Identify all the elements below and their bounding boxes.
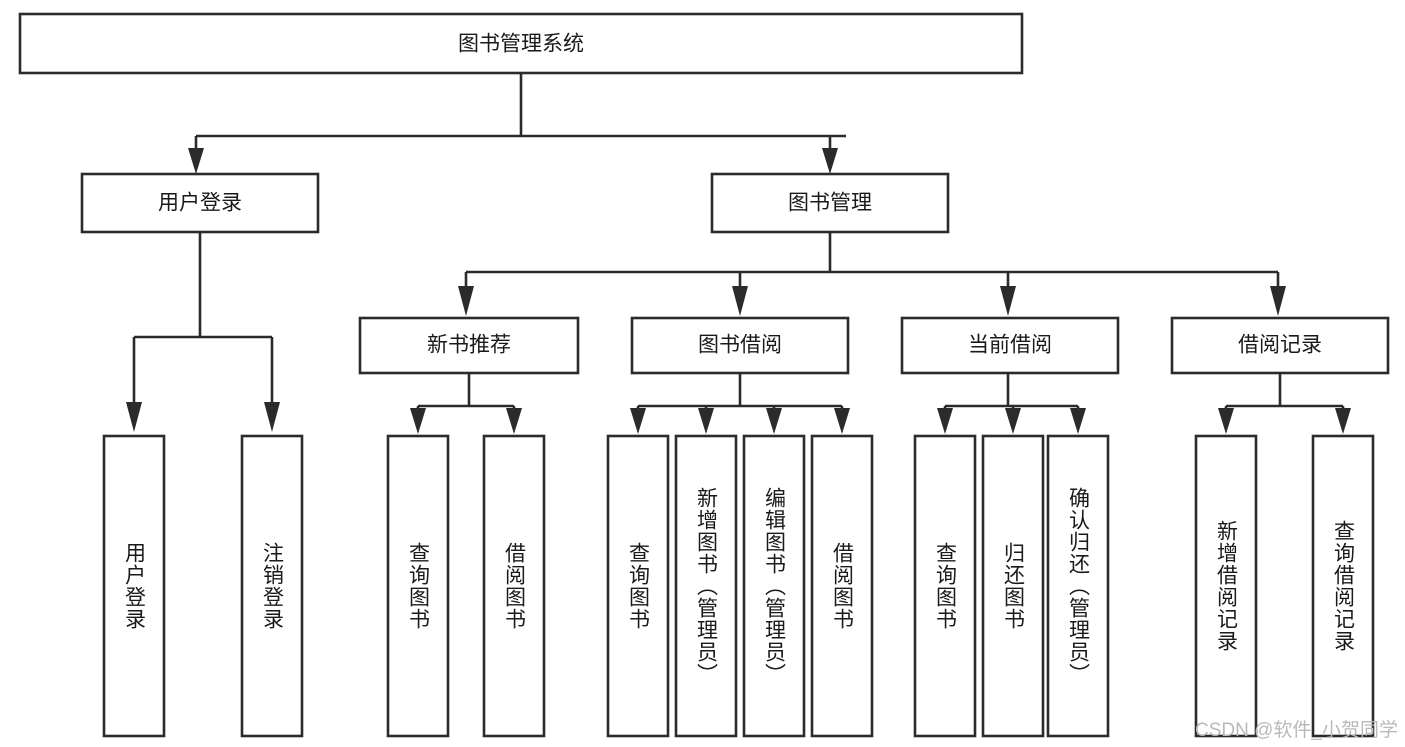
node-leaf-logout-login-label: 注销登录: [261, 542, 285, 630]
node-leaf-query-borrow-record-label: 查询借阅记录: [1332, 520, 1356, 652]
connector-group-book-management-to-level3: [458, 232, 1286, 316]
node-leaf-add-borrow-record-box[interactable]: [1194, 434, 1258, 738]
node-book-borrow[interactable]: 图书借阅: [630, 316, 850, 375]
arrow-head-leaf-borrow-book-2: [834, 408, 850, 434]
node-book-management-label: 图书管理: [788, 192, 872, 215]
node-leaf-add-book-label: 新增图书（管理员）: [695, 487, 719, 685]
node-leaf-query-book-1-label: 查询图书: [407, 542, 431, 630]
node-leaf-add-book[interactable]: 新增图书（管理员）: [674, 434, 738, 738]
node-leaf-query-book-2-box[interactable]: [606, 434, 670, 738]
node-leaf-borrow-book-2-label: 借阅图书: [831, 542, 855, 630]
node-book-management[interactable]: 图书管理: [710, 172, 950, 234]
arrow-head-book-management: [822, 148, 838, 174]
arrow-head-leaf-add-book: [698, 408, 714, 434]
node-leaf-borrow-book-2[interactable]: 借阅图书: [810, 434, 874, 738]
connector-group-current-borrow-to-leaves: [937, 373, 1086, 434]
node-borrow-record[interactable]: 借阅记录: [1170, 316, 1390, 375]
node-leaf-query-borrow-record[interactable]: 查询借阅记录: [1311, 434, 1375, 738]
node-new-book-recommend-box[interactable]: [358, 316, 580, 375]
node-leaf-add-borrow-record-label: 新增借阅记录: [1215, 520, 1239, 652]
node-leaf-query-borrow-record-box[interactable]: [1311, 434, 1375, 738]
arrow-head-leaf-user-login: [126, 402, 142, 432]
node-root-label: 图书管理系统: [458, 33, 584, 56]
node-leaf-edit-book-box[interactable]: [742, 434, 806, 738]
node-current-borrow-box[interactable]: [900, 316, 1120, 375]
node-root[interactable]: 图书管理系统: [18, 12, 1024, 75]
node-user-login-label: 用户登录: [158, 192, 242, 215]
node-leaf-user-login-label: 用户登录: [123, 542, 147, 630]
arrow-head-leaf-query-borrow-record: [1335, 408, 1351, 434]
arrow-head-leaf-query-book-3: [937, 408, 953, 434]
node-leaf-return-book[interactable]: 归还图书: [981, 434, 1045, 738]
node-book-borrow-label: 图书借阅: [698, 334, 782, 357]
node-book-management-box[interactable]: [710, 172, 950, 234]
node-root-box[interactable]: [18, 12, 1024, 75]
connector-group-borrow-record-to-leaves: [1218, 373, 1351, 434]
node-leaf-edit-book-label: 编辑图书（管理员）: [763, 487, 787, 685]
node-leaf-confirm-return-label: 确认归还（管理员）: [1067, 487, 1091, 685]
arrow-head-leaf-confirm-return: [1070, 408, 1086, 434]
node-user-login[interactable]: 用户登录: [80, 172, 320, 234]
node-leaf-confirm-return-box[interactable]: [1046, 434, 1110, 738]
arrow-head-user-login: [188, 148, 204, 174]
connector-group-book-borrow-to-leaves: [630, 373, 850, 434]
node-leaf-user-login[interactable]: 用户登录: [102, 434, 166, 738]
node-leaf-borrow-book-1-box[interactable]: [482, 434, 546, 738]
node-leaf-logout-login[interactable]: 注销登录: [240, 434, 304, 738]
connector-group-user-login-to-leaves: [126, 232, 280, 432]
arrow-head-book-borrow: [732, 286, 748, 316]
node-leaf-return-book-box[interactable]: [981, 434, 1045, 738]
node-current-borrow[interactable]: 当前借阅: [900, 316, 1120, 375]
node-leaf-logout-login-box[interactable]: [240, 434, 304, 738]
node-book-borrow-box[interactable]: [630, 316, 850, 375]
node-leaf-edit-book[interactable]: 编辑图书（管理员）: [742, 434, 806, 738]
node-leaf-add-borrow-record[interactable]: 新增借阅记录: [1194, 434, 1258, 738]
connector-group-root-to-level2: [188, 74, 846, 174]
node-leaf-confirm-return[interactable]: 确认归还（管理员）: [1046, 434, 1110, 738]
arrow-head-leaf-edit-book: [766, 408, 782, 434]
node-leaf-query-book-3-label: 查询图书: [934, 542, 958, 630]
node-leaf-query-book-3-box[interactable]: [913, 434, 977, 738]
node-borrow-record-box[interactable]: [1170, 316, 1390, 375]
node-leaf-query-book-1-box[interactable]: [386, 434, 450, 738]
arrow-head-leaf-query-book-1: [410, 408, 426, 434]
node-leaf-borrow-book-2-box[interactable]: [810, 434, 874, 738]
node-leaf-query-book-2[interactable]: 查询图书: [606, 434, 670, 738]
node-leaf-query-book-3[interactable]: 查询图书: [913, 434, 977, 738]
arrow-head-new-book-recommend: [458, 286, 474, 316]
node-leaf-borrow-book-1[interactable]: 借阅图书: [482, 434, 546, 738]
connector-group-new-book-recommend-to-leaves: [410, 373, 522, 434]
arrow-head-current-borrow: [1000, 286, 1016, 316]
arrow-head-borrow-record: [1270, 286, 1286, 316]
node-leaf-query-book-2-label: 查询图书: [627, 542, 651, 630]
node-leaf-return-book-label: 归还图书: [1002, 542, 1026, 630]
node-new-book-recommend-label: 新书推荐: [427, 334, 511, 357]
node-leaf-user-login-box[interactable]: [102, 434, 166, 738]
arrow-head-leaf-query-book-2: [630, 408, 646, 434]
node-borrow-record-label: 借阅记录: [1238, 334, 1322, 357]
node-new-book-recommend[interactable]: 新书推荐: [358, 316, 580, 375]
node-user-login-box[interactable]: [80, 172, 320, 234]
node-current-borrow-label: 当前借阅: [968, 334, 1052, 357]
arrow-head-leaf-borrow-book-1: [506, 408, 522, 434]
arrow-head-leaf-return-book: [1005, 408, 1021, 434]
node-leaf-borrow-book-1-label: 借阅图书: [503, 542, 527, 630]
node-leaf-add-book-box[interactable]: [674, 434, 738, 738]
csdn-watermark: CSDN @软件_小贺同学: [1195, 719, 1398, 741]
node-leaf-query-book-1[interactable]: 查询图书: [386, 434, 450, 738]
arrow-head-leaf-add-borrow-record: [1218, 408, 1234, 434]
arrow-head-leaf-logout-login: [264, 402, 280, 432]
